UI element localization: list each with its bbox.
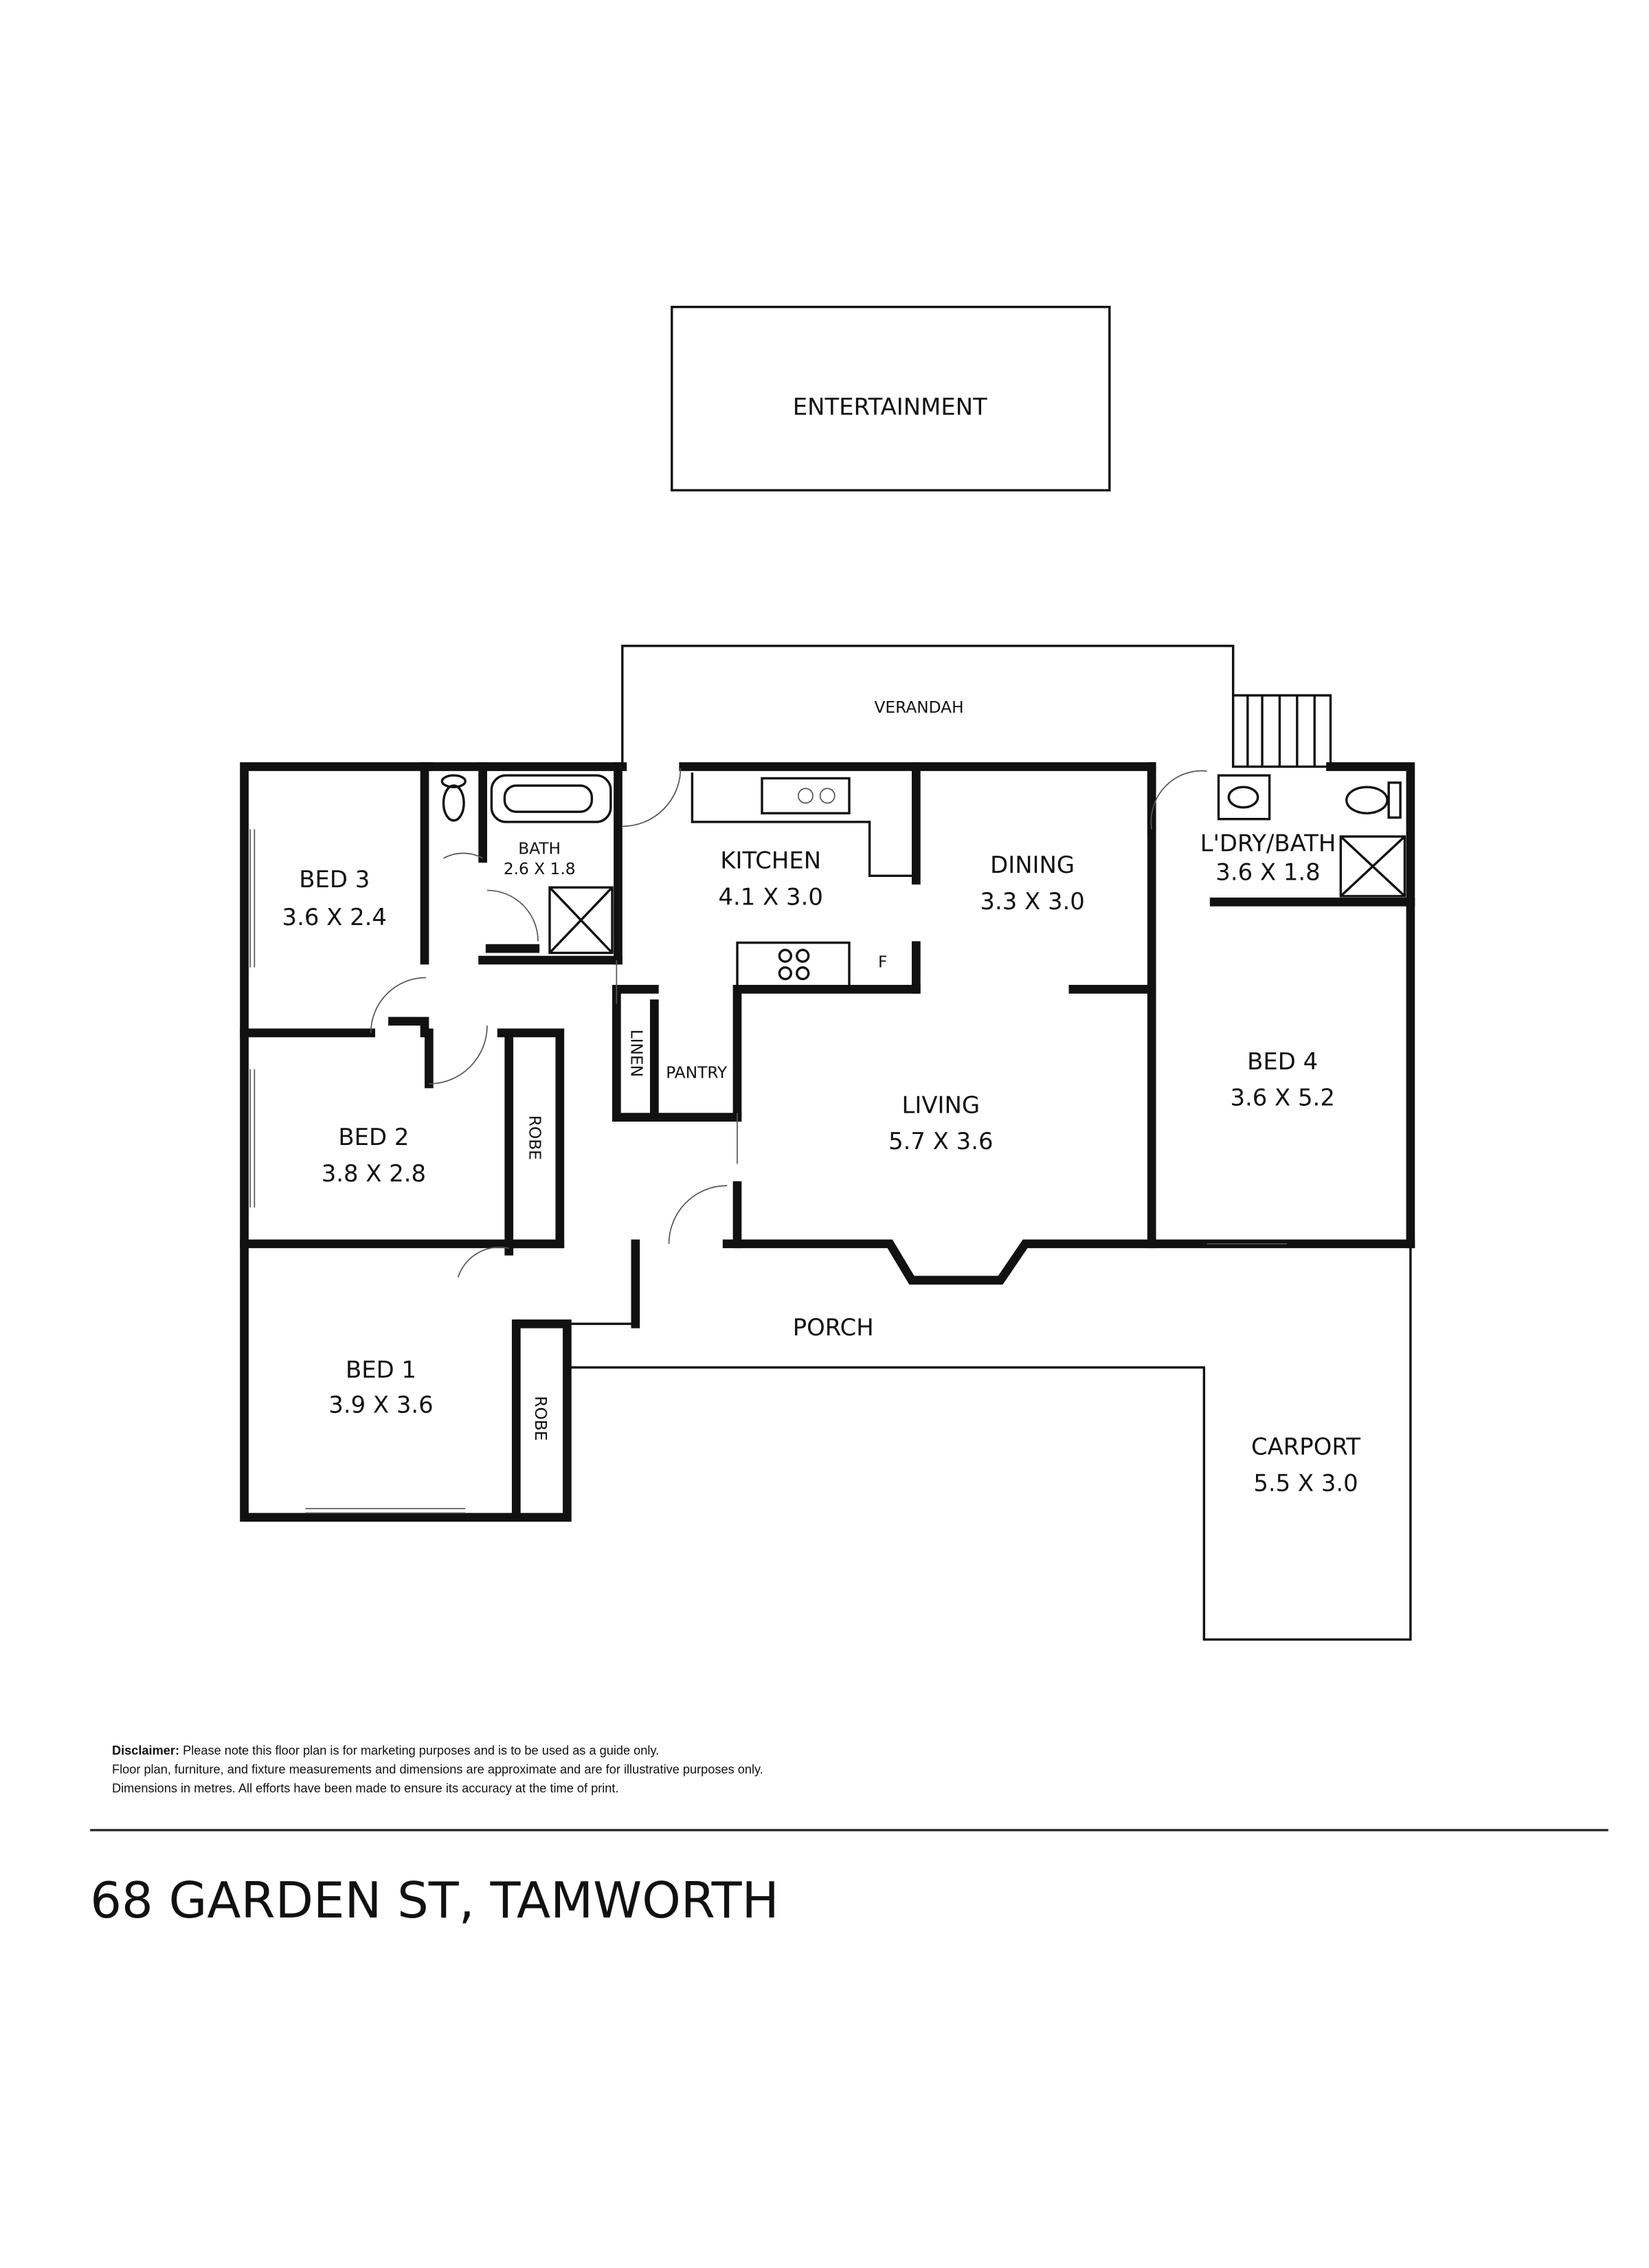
carport-size: 5.5 X 3.0 [1253, 1470, 1358, 1497]
disclaimer-line2: Floor plan, furniture, and fixture measu… [112, 1762, 763, 1776]
disclaimer-line1: Disclaimer: Please note this floor plan … [112, 1744, 659, 1757]
dining-size: 3.3 X 3.0 [980, 888, 1084, 915]
cooktop-icon [778, 948, 810, 981]
bathtub-icon [490, 774, 612, 823]
dining-label: DINING [990, 852, 1075, 878]
ldry-size: 3.6 X 1.8 [1215, 859, 1320, 886]
bed1-size: 3.9 X 3.6 [328, 1391, 433, 1418]
pantry-label: PANTRY [666, 1064, 728, 1082]
porch-carport-outline [565, 1243, 1412, 1641]
door-swings [370, 768, 1207, 1278]
bed2-label: BED 2 [338, 1124, 409, 1150]
bath-size: 2.6 X 1.8 [504, 860, 576, 878]
kitchen-bench [691, 772, 914, 988]
toilet-icon [440, 774, 467, 822]
bed4-label: BED 4 [1247, 1048, 1318, 1075]
porch-label: PORCH [793, 1314, 874, 1341]
entertainment-label: ENTERTAINMENT [793, 393, 987, 420]
shower-icon [548, 886, 614, 955]
sink-icon [798, 788, 835, 804]
windows [249, 829, 1288, 1514]
living-label: LIVING [902, 1091, 980, 1118]
disclaimer-line3: Dimensions in metres. All efforts have b… [112, 1781, 619, 1795]
living-size: 5.7 X 3.6 [888, 1128, 993, 1155]
bed1-label: BED 1 [346, 1357, 416, 1383]
fridge-label: F [878, 953, 887, 972]
robe2-label: ROBE [525, 1115, 543, 1160]
bath-label: BATH [518, 840, 561, 858]
robe1-label: ROBE [531, 1396, 550, 1441]
verandah-outline [621, 645, 1235, 767]
ldry-label: L'DRY/BATH [1200, 830, 1336, 856]
bed3-size: 3.6 X 2.4 [282, 904, 387, 931]
carport-label: CARPORT [1251, 1434, 1360, 1460]
verandah-label: VERANDAH [875, 698, 964, 717]
stairs-icon [1232, 694, 1332, 768]
walls [240, 762, 1415, 1522]
bed4-size: 3.6 X 5.2 [1230, 1085, 1334, 1111]
ldry-fixtures [1217, 774, 1406, 898]
bed2-size: 3.8 X 2.8 [322, 1160, 426, 1187]
kitchen-size: 4.1 X 3.0 [718, 884, 822, 911]
kitchen-label: KITCHEN [720, 847, 821, 874]
entertainment-area [671, 305, 1111, 492]
address-title: 68 GARDEN ST, TAMWORTH [90, 1871, 779, 1929]
linen-label: LINEN [627, 1030, 646, 1077]
bed3-label: BED 3 [299, 866, 370, 893]
